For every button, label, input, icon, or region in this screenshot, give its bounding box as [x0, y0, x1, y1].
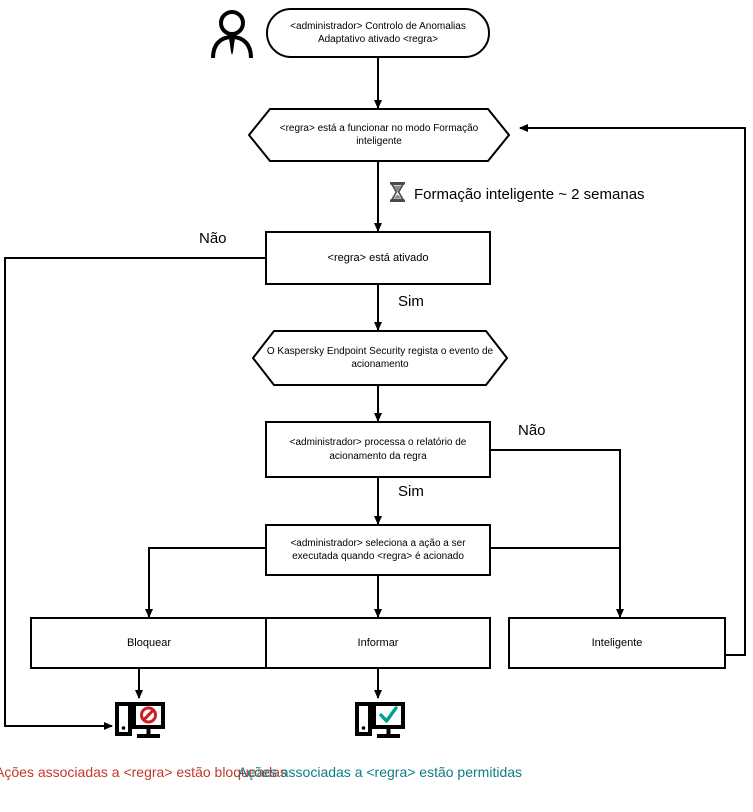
node-action-smart-label: Inteligente [591, 636, 643, 649]
note-training-duration-label: Formação inteligente ~ 2 semanas [414, 186, 645, 203]
node-action-inform-label: Informar [357, 636, 399, 649]
node-action-block: Bloquear [30, 617, 268, 669]
edge-label-rule-enabled-no: Não [199, 230, 227, 247]
node-kes-logs-event: O Kaspersky Endpoint Security regista o … [252, 330, 508, 386]
node-admin-processes-report: <administrador> processa o relatório de … [265, 421, 491, 478]
node-action-inform: Informar [265, 617, 491, 669]
person-icon [208, 8, 256, 60]
node-training-mode-label: <regra> está a funcionar no modo Formaçã… [279, 122, 479, 148]
node-kes-logs-event-label: O Kaspersky Endpoint Security regista o … [266, 345, 494, 371]
node-rule-enabled-label: <regra> está ativado [327, 251, 429, 264]
node-admin-selects-action: <administrador> seleciona a ação a ser e… [265, 524, 491, 576]
node-start: <administrador> Controlo de Anomalias Ad… [266, 8, 490, 58]
hourglass-icon [389, 181, 406, 208]
node-admin-processes-report-label: <administrador> processa o relatório de … [289, 437, 467, 462]
node-action-smart: Inteligente [508, 617, 726, 669]
computer-allowed-icon [355, 700, 405, 744]
caption-allowed: Ações associadas a <regra> estão permiti… [237, 764, 523, 780]
node-rule-enabled: <regra> está ativado [265, 231, 491, 285]
computer-blocked-icon [115, 700, 165, 744]
edge-label-rule-enabled-yes: Sim [398, 293, 424, 310]
note-training-duration: Formação inteligente ~ 2 semanas [389, 181, 645, 208]
caption-blocked: Ações associadas a <regra> estão bloquea… [0, 764, 287, 780]
node-training-mode: <regra> está a funcionar no modo Formaçã… [248, 108, 510, 162]
edge-label-report-no: Não [518, 422, 546, 439]
node-admin-selects-action-label: <administrador> seleciona a ação a ser e… [290, 537, 466, 563]
edge-label-report-yes: Sim [398, 483, 424, 500]
node-start-label: <administrador> Controlo de Anomalias Ad… [290, 20, 466, 46]
node-action-block-label: Bloquear [126, 636, 172, 649]
